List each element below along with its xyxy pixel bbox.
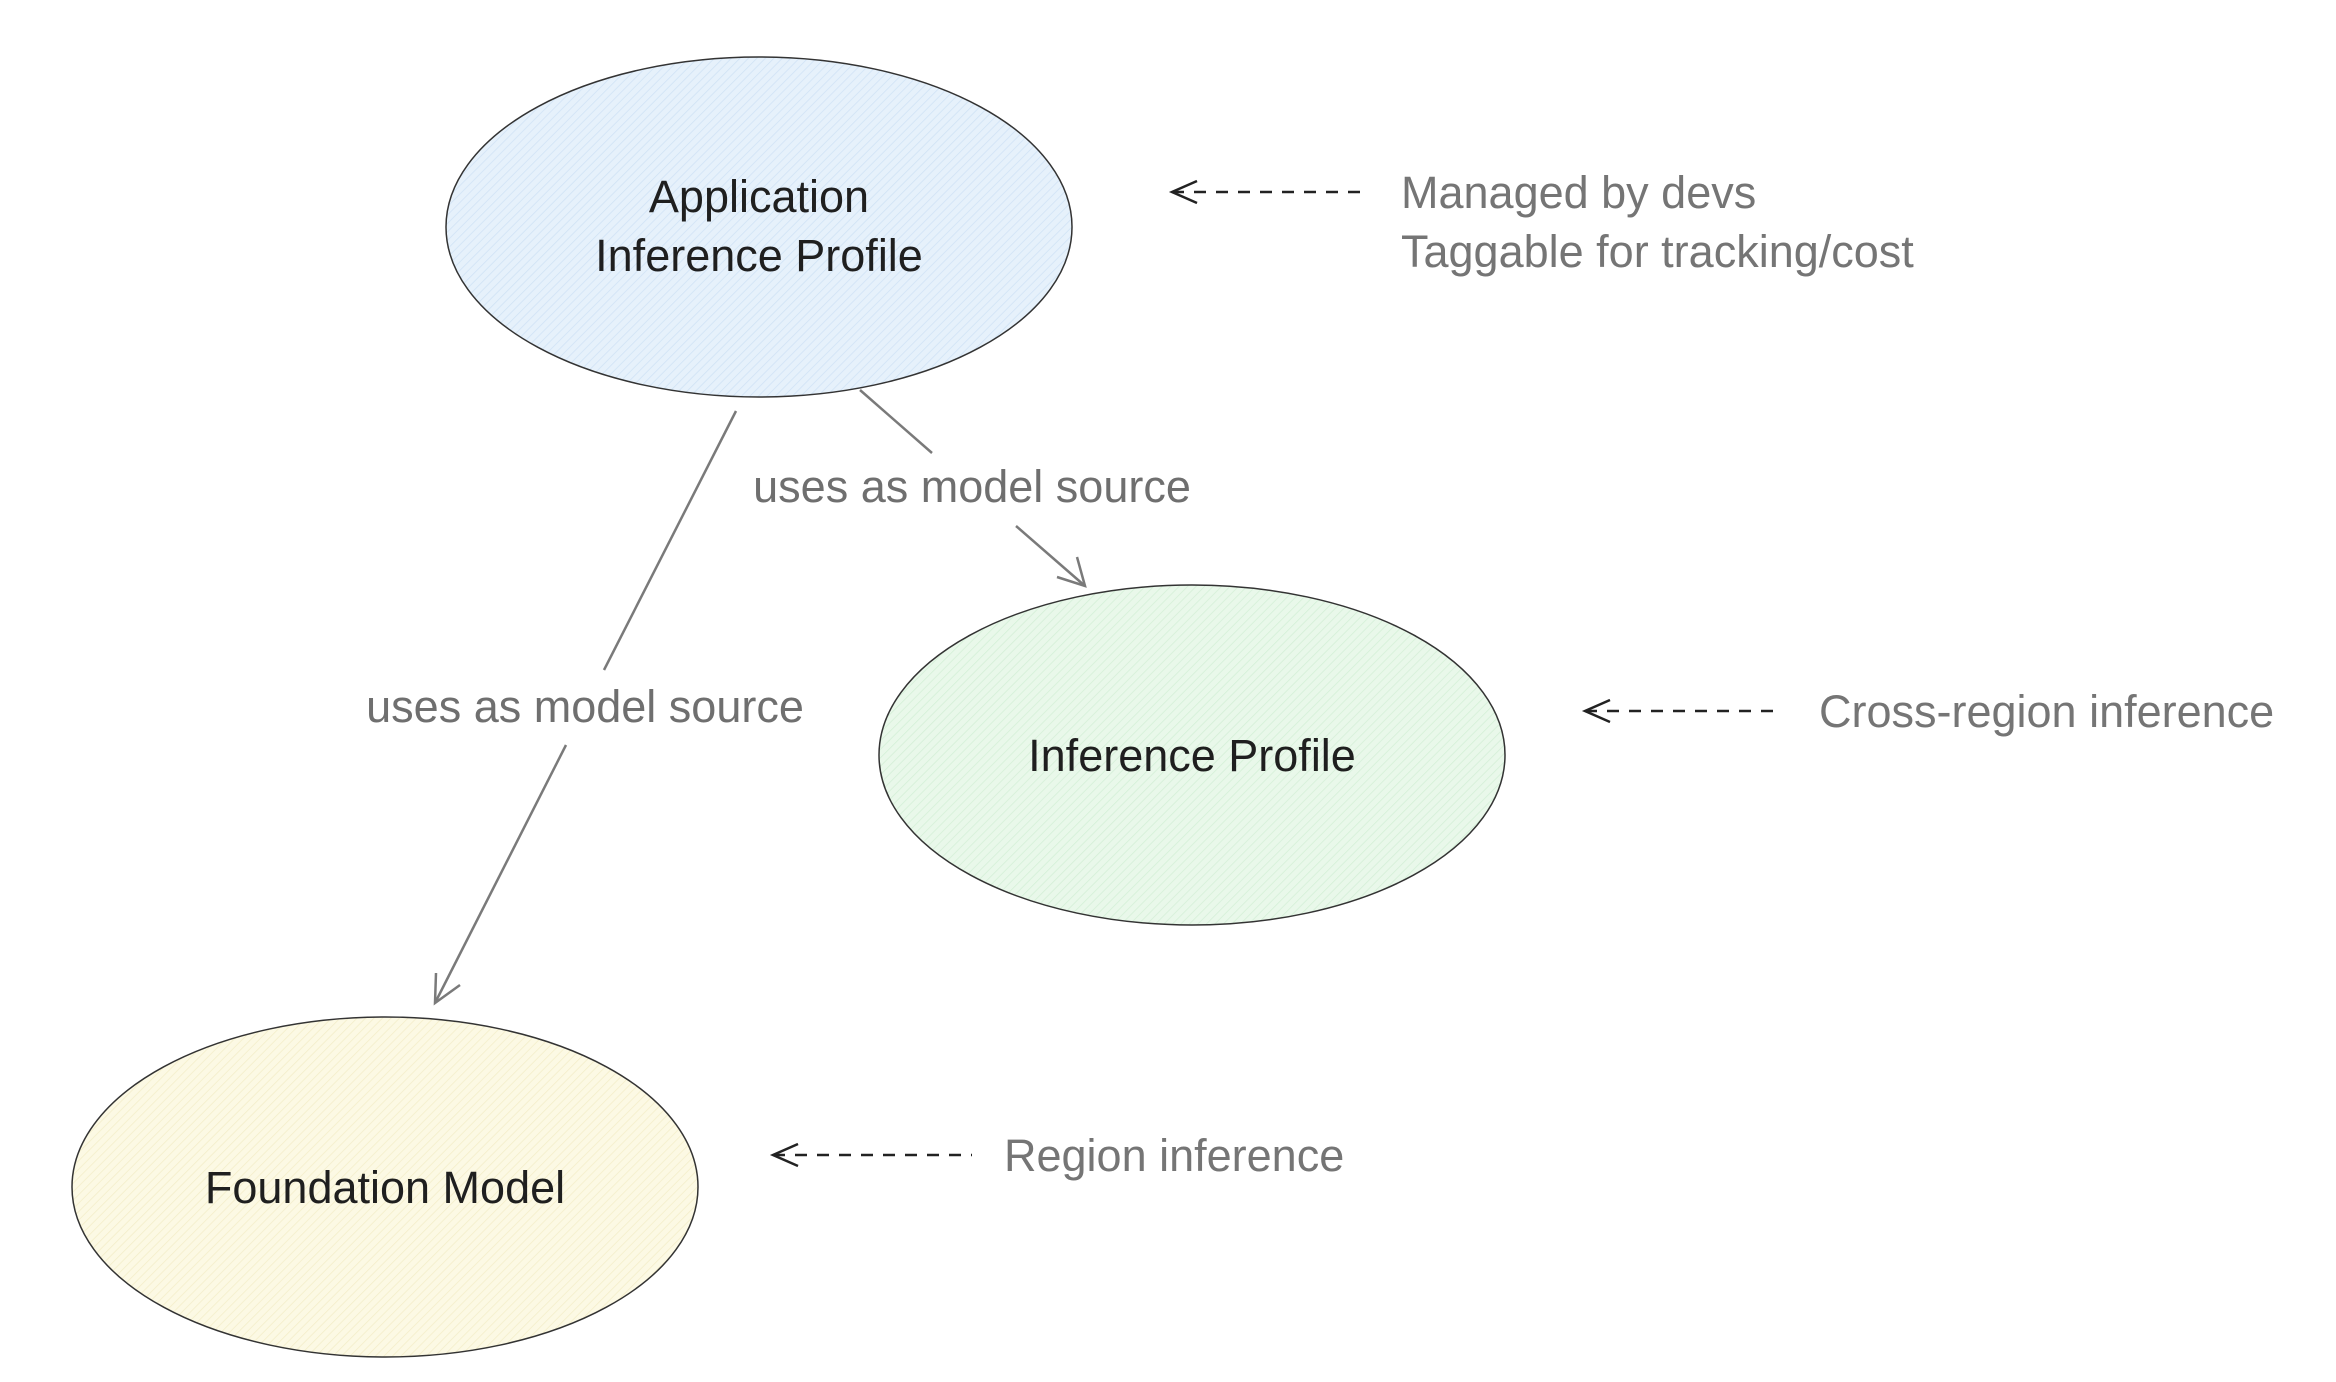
application-inference-profile-node: Application Inference Profile: [445, 56, 1073, 398]
application-inference-profile-label-line2: Inference Profile: [595, 230, 923, 281]
edge-app-to-foundation-line-upper: [602, 410, 738, 671]
edge-app-to-inference-arrowhead: [1056, 556, 1087, 588]
inference-profile-label: Inference Profile: [1028, 730, 1356, 781]
edge-app-to-inference-line-lower: [1015, 525, 1086, 587]
edge-app-to-foundation-label: uses as model source: [366, 681, 804, 732]
application-inference-profile-label-line1: Application: [649, 171, 869, 222]
note-application-profile: Managed by devs Taggable for tracking/co…: [1168, 167, 1914, 277]
edge-app-to-inference-profile: uses as model source: [753, 389, 1191, 588]
edge-app-to-foundation-arrowhead: [433, 972, 461, 1006]
foundation-model-node: Foundation Model: [71, 1016, 699, 1358]
note-inference-profile-label: Cross-region inference: [1819, 686, 2274, 737]
application-inference-profile-ellipse: [445, 56, 1073, 398]
note-inference-profile-arrowhead: [1581, 698, 1611, 724]
edge-app-to-foundation-model: uses as model source: [366, 410, 804, 1006]
edge-app-to-foundation-line-lower: [433, 744, 568, 1004]
note-inference-profile: Cross-region inference: [1581, 686, 2274, 737]
foundation-model-ellipse: [71, 1016, 699, 1358]
note-foundation-model-arrowhead: [769, 1142, 799, 1168]
note-application-profile-line1: Managed by devs: [1401, 167, 1756, 218]
inference-profile-ellipse: [878, 584, 1506, 926]
edge-app-to-inference-label: uses as model source: [753, 461, 1191, 512]
inference-profile-node: Inference Profile: [878, 584, 1506, 926]
note-application-profile-line2: Taggable for tracking/cost: [1401, 226, 1914, 277]
note-foundation-model: Region inference: [769, 1130, 1344, 1181]
edge-app-to-inference-line-upper: [859, 389, 933, 454]
note-foundation-model-label: Region inference: [1004, 1130, 1344, 1181]
foundation-model-label: Foundation Model: [205, 1162, 565, 1213]
note-application-profile-arrowhead: [1168, 179, 1198, 205]
